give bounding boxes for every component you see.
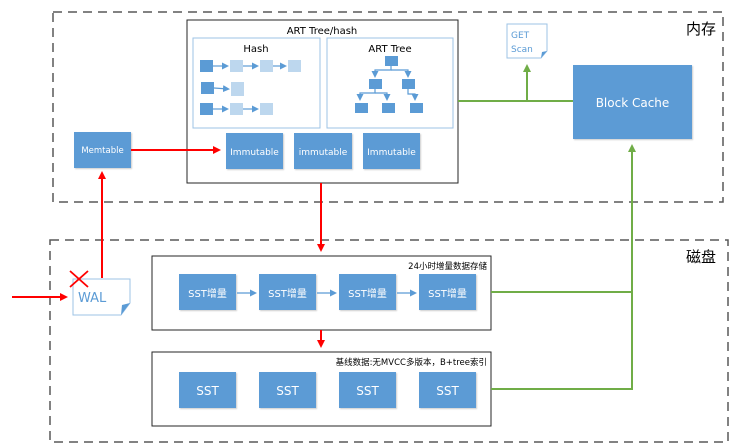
svg-text:Immutable: Immutable <box>230 148 279 158</box>
sst-baseline-3[interactable]: SST <box>339 372 396 408</box>
art-tree-box: ART Tree <box>326 37 454 129</box>
sst-incremental-3[interactable]: SST增量 <box>339 274 396 310</box>
hash-node <box>260 103 273 115</box>
art-hash-container: ART Tree/hash Hash <box>186 19 459 184</box>
svg-text:SST: SST <box>196 384 219 398</box>
memory-region: 内存 <box>52 11 724 203</box>
read-path-lines <box>458 64 636 390</box>
disk-label: 磁盘 <box>686 248 716 266</box>
tree-root-node <box>385 56 398 66</box>
incremental-title: 24小时增量数据存储 <box>408 261 487 272</box>
svg-text:immutable: immutable <box>299 148 348 158</box>
scan-label: Scan <box>511 45 533 55</box>
get-label: GET <box>511 31 530 41</box>
sst-baseline-4[interactable]: SST <box>419 372 476 408</box>
immutable-1[interactable]: Immutable <box>226 133 283 169</box>
hash-bucket <box>200 103 213 115</box>
svg-text:Immutable: Immutable <box>367 148 416 158</box>
incremental-sst-container: 24小时增量数据存储 SST增量 SST增量 SST增量 SST增量 <box>151 255 492 331</box>
art-tree-nodes <box>355 56 423 113</box>
hash-title: Hash <box>243 44 268 55</box>
sst-baseline-1[interactable]: SST <box>179 372 236 408</box>
disk-region: 磁盘 <box>49 239 729 443</box>
get-scan-document[interactable]: GET Scan <box>506 23 548 59</box>
tree-leaf-node <box>382 103 395 113</box>
hash-node <box>231 82 244 96</box>
wal-blocked-x-icon <box>69 270 89 288</box>
svg-text:SST增量: SST增量 <box>348 287 387 300</box>
wal-document[interactable]: WAL <box>72 278 131 316</box>
write-path-arrows <box>12 146 325 348</box>
block-cache-box[interactable]: Block Cache <box>573 65 692 139</box>
tree-leaf-node <box>410 103 423 113</box>
hash-node <box>288 60 301 72</box>
svg-text:SST: SST <box>436 384 459 398</box>
tree-leaf-node <box>355 103 368 113</box>
tree-inner-node <box>369 79 382 89</box>
svg-text:Block Cache: Block Cache <box>596 96 670 110</box>
svg-text:SST: SST <box>356 384 379 398</box>
svg-text:SST增量: SST增量 <box>188 287 227 300</box>
svg-text:WAL: WAL <box>78 291 107 306</box>
immutable-2[interactable]: immutable <box>294 133 352 169</box>
memory-label: 内存 <box>686 20 716 38</box>
svg-text:SST增量: SST增量 <box>268 287 307 300</box>
baseline-sst-container: 基线数据:无MVCC多版本，B+tree索引 SST SST SST SST <box>151 351 492 427</box>
hash-bucket <box>201 82 214 94</box>
svg-text:SST增量: SST增量 <box>428 287 467 300</box>
hash-box: Hash <box>192 37 321 129</box>
hash-node <box>230 60 243 72</box>
sst-baseline-2[interactable]: SST <box>259 372 316 408</box>
immutable-3[interactable]: Immutable <box>363 133 420 169</box>
sst-incremental-1[interactable]: SST增量 <box>179 274 236 310</box>
sst-incremental-2[interactable]: SST增量 <box>259 274 316 310</box>
tree-inner-node <box>402 79 415 89</box>
svg-text:SST: SST <box>276 384 299 398</box>
hash-node <box>260 60 273 72</box>
sst-incremental-4[interactable]: SST增量 <box>419 274 476 310</box>
hash-node <box>230 103 243 115</box>
hash-bucket <box>200 60 213 72</box>
svg-text:Memtable: Memtable <box>81 146 123 156</box>
art-tree-title: ART Tree <box>368 44 411 55</box>
baseline-title: 基线数据:无MVCC多版本，B+tree索引 <box>336 357 487 368</box>
art-hash-title: ART Tree/hash <box>287 26 358 37</box>
hash-chains <box>200 60 301 115</box>
memtable-box[interactable]: Memtable <box>74 132 131 168</box>
baseline-to-cache-arrow <box>491 144 636 390</box>
